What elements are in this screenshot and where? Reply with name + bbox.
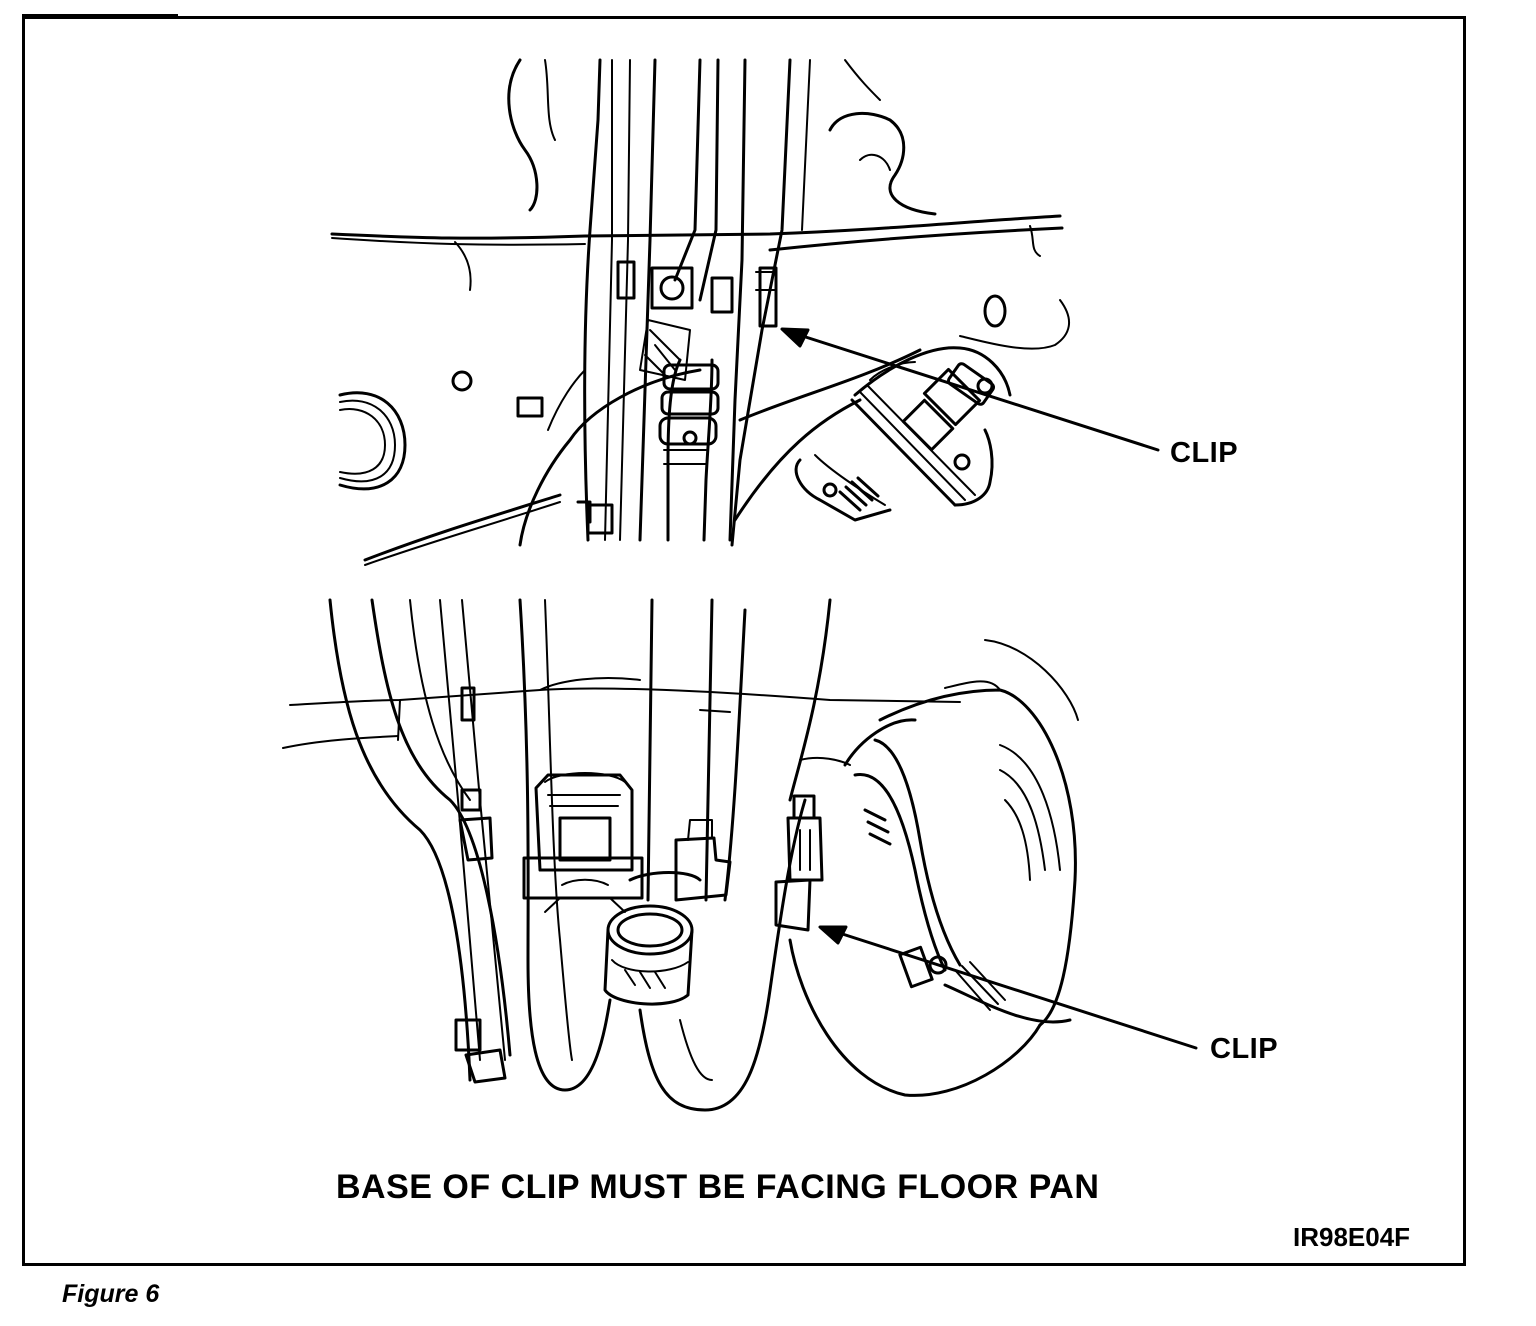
lower-view bbox=[282, 598, 1198, 1112]
top-rule bbox=[22, 14, 178, 16]
figure-frame bbox=[22, 16, 1466, 1266]
figure-number: Figure 6 bbox=[62, 1280, 160, 1308]
lower-clip-label: CLIP bbox=[1210, 1033, 1279, 1065]
upper-view bbox=[330, 58, 1160, 566]
illustration-code: IR98E04F bbox=[1293, 1222, 1411, 1252]
upper-clip-label: CLIP bbox=[1170, 437, 1239, 469]
figure-caption: BASE OF CLIP MUST BE FACING FLOOR PAN bbox=[336, 1168, 1100, 1206]
